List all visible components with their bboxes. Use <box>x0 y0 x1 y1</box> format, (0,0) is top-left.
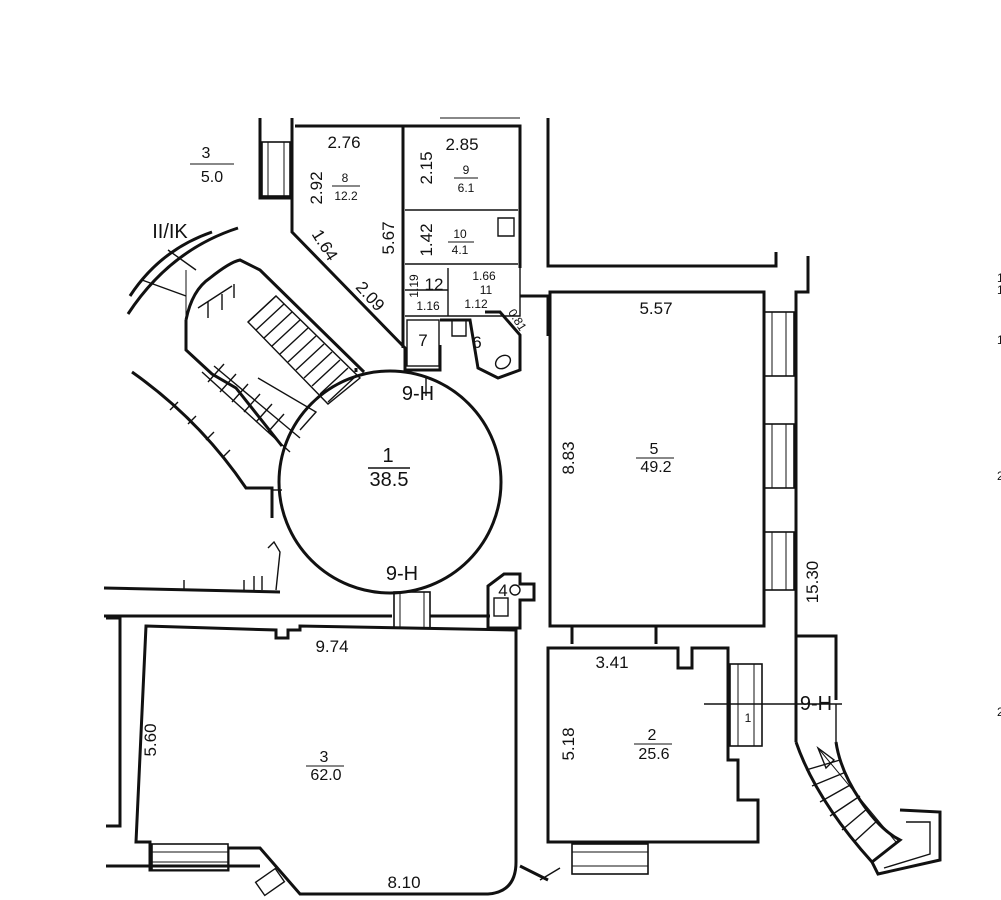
room-number: 3 <box>202 145 211 162</box>
dimension: 15.30 <box>803 561 822 604</box>
entry-mark: 9-H <box>402 383 434 405</box>
room-area: 38.5 <box>370 469 409 491</box>
dimension: 1.64 <box>308 226 342 264</box>
room-number: 7 <box>418 331 427 350</box>
margin-fragment: 1 <box>997 271 1001 285</box>
room-number: 4 <box>498 581 507 600</box>
dimension: 2.85 <box>445 135 478 154</box>
dimension: 5.60 <box>141 723 160 756</box>
room-area: 25.6 <box>638 746 669 763</box>
room-area: 62.0 <box>310 767 341 784</box>
margin-fragment: 1 <box>997 333 1001 347</box>
margin-fragments: 1 1 1 2 2 <box>997 271 1001 719</box>
dimension: 8.10 <box>387 873 420 892</box>
room-area: 5.0 <box>201 169 223 186</box>
stair-mark: II/IK <box>152 221 188 243</box>
room-area: 49.2 <box>640 459 671 476</box>
room-number: 2 <box>648 727 657 744</box>
corridor-details <box>183 378 427 591</box>
dimension: 1.12 <box>464 297 488 311</box>
dimension-labels: 2.76 2.92 2.85 2.15 1.42 5.67 1.64 2.09 … <box>141 133 822 892</box>
entry-mark: 9-H <box>800 693 832 715</box>
margin-fragment: 2 <box>997 705 1001 719</box>
room-area: 12.2 <box>334 189 358 203</box>
dimension: 5.67 <box>379 221 398 254</box>
dimension: 5.57 <box>639 299 672 318</box>
dimension: 8.83 <box>559 441 578 474</box>
room-number: 9 <box>463 163 470 177</box>
dimension: 2.09 <box>352 278 388 315</box>
margin-fragment: 2 <box>997 469 1001 483</box>
dimension: 1.66 <box>472 269 496 283</box>
dimension: 2.92 <box>307 171 326 204</box>
walls <box>103 117 838 897</box>
room-number: 5 <box>650 441 659 458</box>
dimension: 2.76 <box>327 133 360 152</box>
room-number: 10 <box>453 227 467 241</box>
round-hall <box>277 368 503 595</box>
entry-mark: 9-H <box>386 563 418 585</box>
margin-fragment: 1 <box>997 283 1001 297</box>
stair-right <box>704 636 942 876</box>
room-number: 3 <box>320 749 329 766</box>
marks: II/IK 9-H 9-H 9-H <box>152 221 832 715</box>
room-number: 12 <box>425 275 444 294</box>
dimension: 1.42 <box>417 223 436 256</box>
room-number: 6 <box>472 333 481 352</box>
dimension: 1.19 <box>407 274 421 298</box>
dimension: 5.18 <box>559 727 578 760</box>
room-area: 4.1 <box>452 243 469 257</box>
room-area: 6.1 <box>458 181 475 195</box>
dimension: 3.41 <box>595 653 628 672</box>
room-number: 11 <box>480 283 493 297</box>
dimension: 9.74 <box>315 637 348 656</box>
room-number: 1 <box>382 445 393 467</box>
dimension: 1.16 <box>416 299 440 313</box>
stair-left <box>126 226 366 518</box>
dimension: 2.15 <box>417 151 436 184</box>
room-number: 1 <box>745 711 752 725</box>
room-labels: 3 5.0 8 12.2 9 6.1 10 4.1 11 12 7 6 1 38… <box>190 145 752 784</box>
room-number: 8 <box>342 171 349 185</box>
